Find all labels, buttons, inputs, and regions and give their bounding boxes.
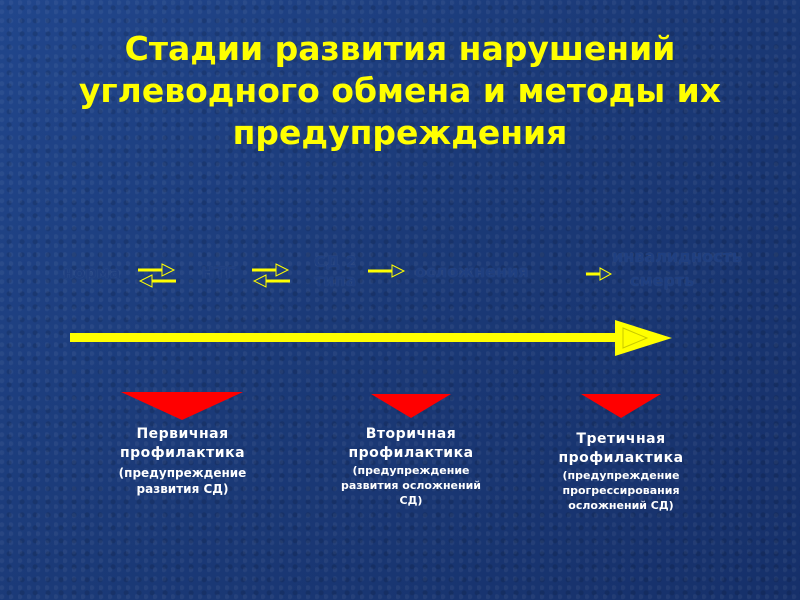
stage-ntg: НТГ <box>201 263 236 282</box>
secondary-prevention-name: Вторичная профилактика <box>348 426 474 461</box>
primary-prevention: Первичная профилактика (предупреждение р… <box>100 425 265 497</box>
right-arrow-icon <box>368 264 406 278</box>
primary-prevention-name: Первичная профилактика <box>119 426 246 461</box>
marker-tertiary-icon <box>581 394 661 418</box>
tertiary-prevention: Третичная профилактика (предупреждение п… <box>536 430 706 513</box>
stage-complications: осложнения <box>415 262 529 281</box>
primary-prevention-desc: (предупреждение развития СД) <box>118 466 247 496</box>
double-arrow-icon <box>138 263 176 288</box>
marker-secondary-icon <box>371 394 451 418</box>
tertiary-prevention-name: Третичная профилактика <box>558 431 684 466</box>
slide-title: Стадии развития нарушений углеводного об… <box>78 29 722 152</box>
stage-death: смерть <box>630 271 695 290</box>
timeline-arrow-icon <box>70 320 672 356</box>
secondary-prevention: Вторичная профилактика (предупреждение р… <box>332 425 490 508</box>
marker-primary-icon <box>121 392 243 420</box>
stage-sd2: СД 2 типа <box>314 252 357 290</box>
stage-norma: норма <box>63 263 121 282</box>
double-arrow-icon <box>252 263 290 288</box>
right-arrow-icon <box>586 267 613 281</box>
secondary-prevention-desc: (предупреждение развития осложнений СД) <box>340 464 482 507</box>
tertiary-prevention-desc: (предупреждение прогрессирования осложне… <box>562 469 680 512</box>
stage-disability: инвалидность <box>612 247 742 266</box>
